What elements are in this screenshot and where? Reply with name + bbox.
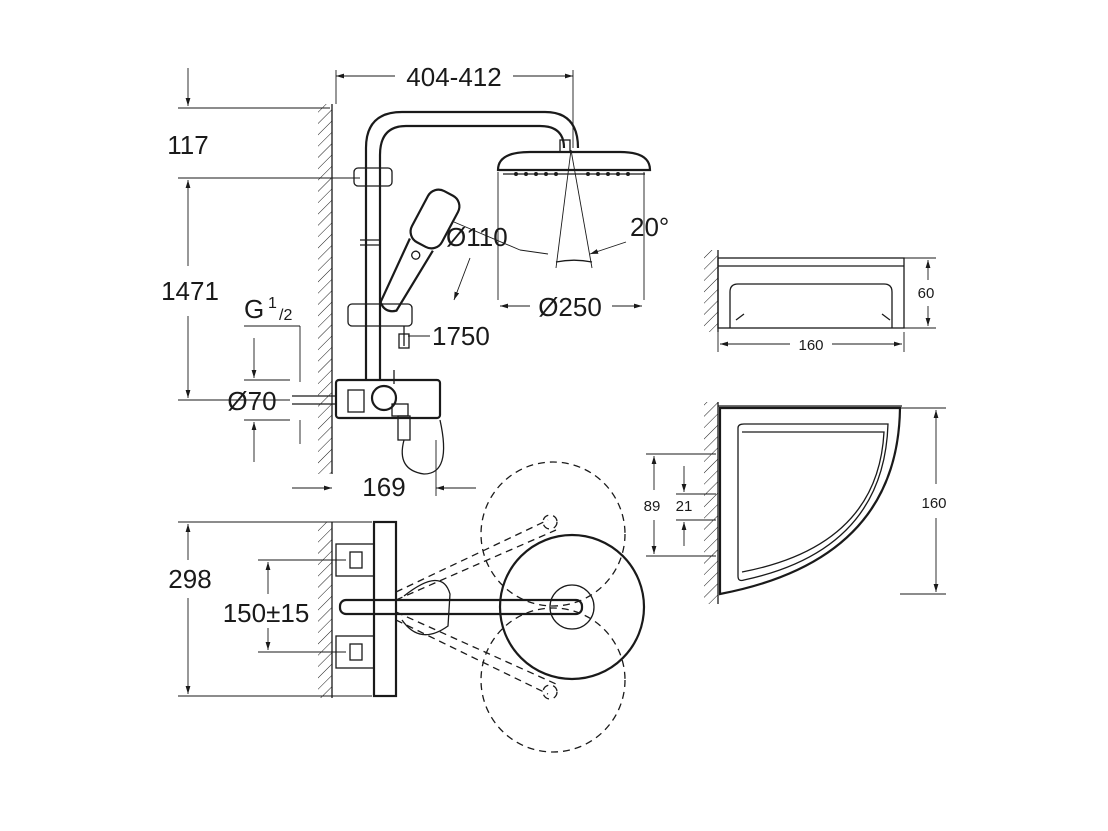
dim-hose: 1750 <box>432 321 490 351</box>
dim-shelf-depth-outer: 89 <box>644 498 661 515</box>
hand-shower-holder <box>347 303 413 327</box>
hose <box>401 419 445 475</box>
wall-hatch <box>318 104 332 474</box>
dim-thread-sup: 1 <box>268 295 277 312</box>
dim-shelf-width: 160 <box>798 337 823 354</box>
swivel-down <box>480 607 626 753</box>
mixer-plan <box>372 520 398 698</box>
dim-thread: G <box>244 294 264 324</box>
mixer-body <box>292 370 445 475</box>
swivel-up <box>480 461 626 607</box>
shelf-wall-hatch <box>704 250 718 332</box>
spray-nozzles <box>514 172 630 176</box>
dim-rosette: Ø70 <box>227 386 276 416</box>
dim-projection: 404-412 <box>406 62 501 92</box>
dim-head-shower: Ø250 <box>538 292 602 322</box>
shelf-corner-outline <box>718 406 902 596</box>
dim-shelf-plan-size: 160 <box>921 495 946 512</box>
head-shower <box>496 139 652 300</box>
dim-shelf-height: 60 <box>918 285 935 302</box>
plan-view: 298 150±15 <box>168 461 646 753</box>
dim-inlet-centres: 150±15 <box>223 598 310 628</box>
dim-plan-depth: 298 <box>168 564 211 594</box>
shelf-plan-view: 160 89 21 <box>644 402 947 604</box>
dim-angle: 20° <box>630 212 669 242</box>
shelf-plan-wall-hatch <box>704 402 718 604</box>
riser-pipe <box>364 110 580 380</box>
dim-hand-shower: Ø110 <box>446 222 508 252</box>
head-shower-plan <box>498 533 646 681</box>
dim-shelf-depth-inner: 21 <box>676 498 693 515</box>
dim-mixer-offset: 169 <box>362 472 405 502</box>
plan-wall-hatch <box>318 522 332 698</box>
shelf-front-outline <box>717 257 905 329</box>
shelf-front-view: 60 160 <box>704 250 936 354</box>
dim-height: 1471 <box>161 276 219 306</box>
wall-bracket <box>353 167 393 187</box>
front-elevation: 404-412 117 1471 G 1 /2 Ø70 Ø110 20° Ø25… <box>161 62 669 502</box>
shower-arm-plan <box>338 598 584 616</box>
dim-thread-sub: /2 <box>279 307 292 324</box>
dim-top-offset: 117 <box>167 130 208 160</box>
hand-shower <box>379 188 461 313</box>
